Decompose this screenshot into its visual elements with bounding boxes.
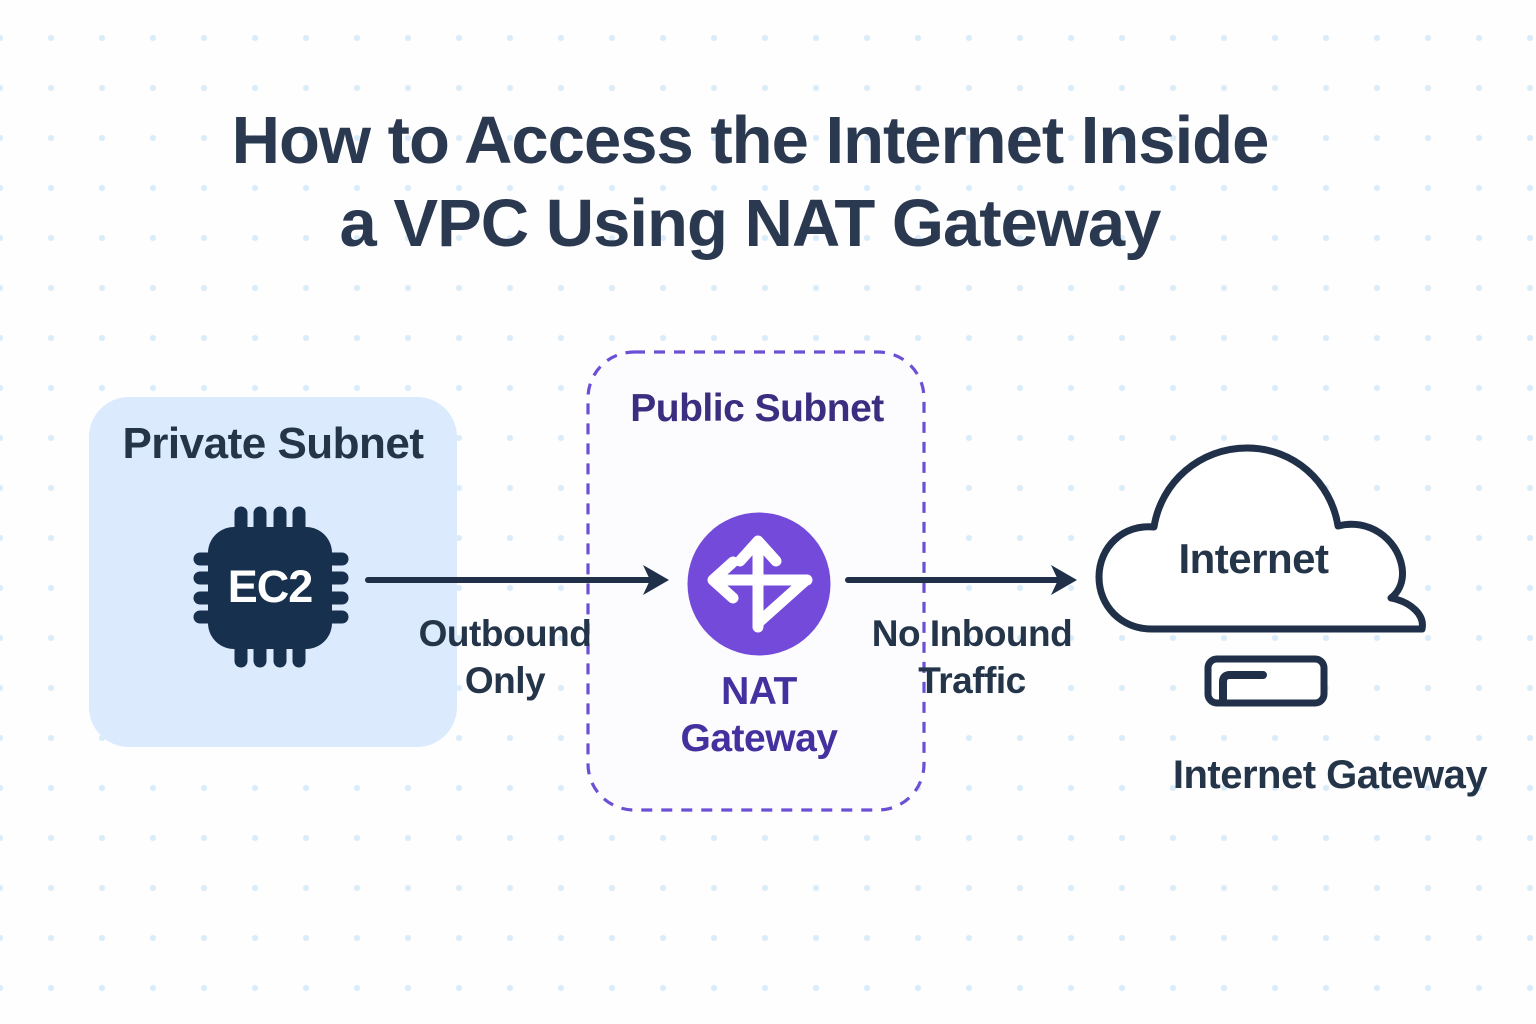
page-title: How to Access the Internet Inside a VPC … bbox=[0, 99, 1500, 265]
outbound-arrow-icon bbox=[365, 565, 669, 595]
ec2-label: EC2 bbox=[228, 561, 313, 612]
page-title-line1: How to Access the Internet Inside bbox=[231, 103, 1270, 178]
internet-label: Internet bbox=[1178, 535, 1329, 582]
no-inbound-line2: Traffic bbox=[918, 660, 1026, 701]
public-subnet-label: Public Subnet bbox=[630, 387, 884, 430]
no-inbound-line1: No Inbound bbox=[871, 613, 1073, 654]
nat-label-line1: NAT bbox=[721, 670, 797, 713]
internet-cloud-icon bbox=[1095, 444, 1426, 633]
outbound-only-label: Outbound Only bbox=[375, 610, 635, 704]
ec2-chip-icon: EC2 bbox=[193, 506, 349, 668]
outbound-line1: Outbound bbox=[418, 613, 592, 654]
internet-gateway-icon bbox=[1204, 655, 1328, 707]
internet-gateway-label: Internet Gateway bbox=[1172, 753, 1488, 797]
no-inbound-traffic-label: No Inbound Traffic bbox=[841, 610, 1103, 704]
no-inbound-arrow-icon bbox=[845, 565, 1077, 595]
nat-gateway-icon bbox=[687, 512, 831, 656]
page-title-line2: a VPC Using NAT Gateway bbox=[339, 186, 1162, 261]
nat-label-line2: Gateway bbox=[680, 717, 838, 760]
nat-gateway-label: NAT Gateway bbox=[627, 668, 891, 762]
outbound-line2: Only bbox=[464, 660, 546, 701]
private-subnet-label: Private Subnet bbox=[122, 419, 424, 468]
